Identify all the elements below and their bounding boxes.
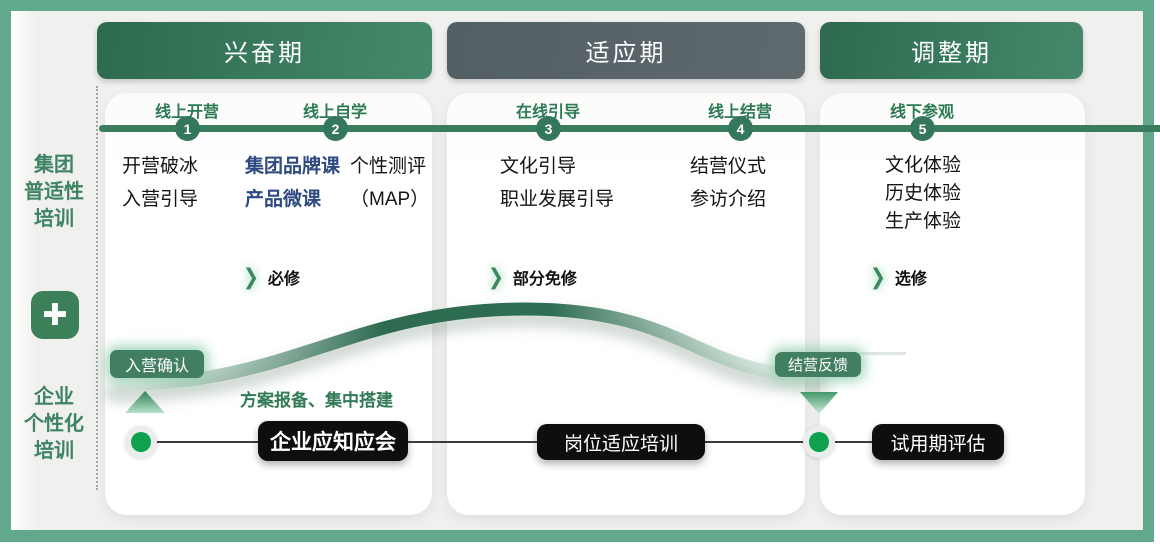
feedback-tail-line bbox=[856, 352, 906, 355]
plus-glyph: ✚ bbox=[42, 298, 68, 332]
phase-header-excitement: 兴奋期 bbox=[97, 22, 432, 79]
card1-items-assessment: 个性测评 （MAP） bbox=[350, 156, 430, 210]
sidebar-label-group-training: 集团 普适性 培训 bbox=[24, 154, 84, 230]
card1-items-opening: 开营破冰 入营引导 bbox=[122, 156, 199, 210]
tag-partial-exemption: ❯ 部分免修 bbox=[488, 264, 577, 290]
pill-job-adaptation-training: 岗位适应培训 bbox=[537, 424, 705, 460]
milestone-dot-core bbox=[131, 432, 151, 452]
timeline-line bbox=[99, 125, 1160, 132]
card2-items-guidance: 文化引导 职业发展引导 bbox=[500, 156, 615, 210]
left-fade-decoration bbox=[11, 11, 37, 530]
bottom-track-line bbox=[141, 441, 901, 443]
step-number-3: 3 bbox=[536, 116, 561, 141]
frame-bottom-bar bbox=[0, 530, 1154, 542]
tag-partial-exemption-label: 部分免修 bbox=[512, 271, 577, 288]
frame-left-bar bbox=[0, 0, 11, 542]
card3-items-experience: 文化体验 历史体验 生产体验 bbox=[885, 155, 962, 232]
tag-elective: ❯ 选修 bbox=[870, 264, 927, 290]
step-number-2: 2 bbox=[323, 116, 348, 141]
pill-probation-evaluation: 试用期评估 bbox=[872, 424, 1004, 460]
step-label-3: 在线引导 bbox=[515, 104, 580, 121]
frame-top-bar bbox=[0, 0, 1154, 11]
note-plan-filing: 方案报备、集中搭建 bbox=[240, 391, 393, 410]
sidebar-divider-dotted-line bbox=[96, 86, 98, 490]
frame-right-bar bbox=[1143, 0, 1154, 542]
tag-elective-label: 选修 bbox=[894, 271, 927, 288]
step-label-5: 线下参观 bbox=[889, 104, 954, 121]
step-label-1: 线上开营 bbox=[154, 104, 219, 121]
feedback-tag: 结营反馈 bbox=[775, 352, 861, 377]
step-label-2: 线上自学 bbox=[302, 104, 367, 121]
card1-items-brand-courses: 集团品牌课 产品微课 bbox=[245, 156, 341, 210]
tag-required-label: 必修 bbox=[267, 271, 300, 288]
milestone-dot-feedback bbox=[803, 426, 835, 458]
chevron-icon: ❯ bbox=[243, 264, 259, 290]
chevron-icon: ❯ bbox=[488, 264, 504, 290]
confirm-tag: 入营确认 bbox=[110, 350, 204, 378]
sidebar-label-company-training: 企业 个性化 培训 bbox=[24, 386, 84, 462]
milestone-dot-core bbox=[809, 432, 829, 452]
card2-items-closing: 结营仪式 参访介绍 bbox=[690, 156, 767, 210]
step-number-4: 4 bbox=[728, 116, 753, 141]
chevron-icon: ❯ bbox=[870, 264, 886, 290]
pill-company-essentials: 企业应知应会 bbox=[258, 421, 408, 461]
plus-icon: ✚ bbox=[31, 291, 79, 339]
step-number-1: 1 bbox=[175, 116, 200, 141]
step-label-4: 线上结营 bbox=[707, 104, 772, 121]
step-number-5: 5 bbox=[910, 116, 935, 141]
milestone-dot-start bbox=[125, 426, 157, 458]
phase-header-adaptation: 适应期 bbox=[447, 22, 805, 79]
phase-header-adjustment: 调整期 bbox=[820, 22, 1083, 79]
tag-required: ❯ 必修 bbox=[243, 264, 300, 290]
